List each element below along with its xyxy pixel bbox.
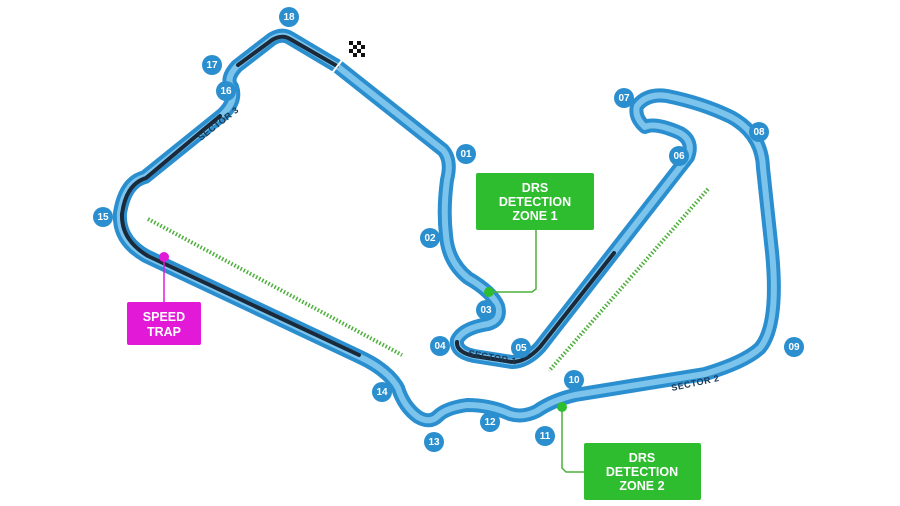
speed-trap-label-line1: SPEED — [143, 310, 185, 324]
turn-badge-circle — [535, 426, 555, 446]
speed-trap-marker: SPEED TRAP — [127, 252, 201, 345]
turn-badge-02: 02 — [420, 228, 440, 248]
drs-zone-1-line1: DRS — [522, 181, 548, 195]
turn-number: 14 — [376, 387, 388, 398]
turn-badge-circle — [614, 88, 634, 108]
speed-trap-box — [127, 302, 201, 345]
turn-badge-09: 09 — [784, 337, 804, 357]
drs-detection-zone-1: DRS DETECTION ZONE 1 — [476, 173, 594, 297]
turn-badge-15: 15 — [93, 207, 113, 227]
turn-badge-10: 10 — [564, 370, 584, 390]
turn-badge-11: 11 — [535, 426, 555, 446]
turn-badge-circle — [372, 382, 392, 402]
turn-badge-17: 17 — [202, 55, 222, 75]
turn-badge-circle — [480, 412, 500, 432]
turn-badge-circle — [424, 432, 444, 452]
turn-badge-circle — [784, 337, 804, 357]
drs-zone-line-straight-1 — [147, 217, 403, 357]
track-dark-sector-3 — [119, 114, 361, 357]
turn-badge-03: 03 — [476, 300, 496, 320]
turn-number: 05 — [515, 343, 527, 354]
turn-badge-circle — [564, 370, 584, 390]
drs-zone-1-box — [476, 173, 594, 230]
turn-badge-circle — [511, 338, 531, 358]
turn-number: 13 — [428, 437, 440, 448]
speed-trap-label-line2: TRAP — [147, 325, 181, 339]
turn-badge-13: 13 — [424, 432, 444, 452]
turn-number: 12 — [484, 417, 496, 428]
track — [112, 28, 781, 428]
turn-badge-circle — [669, 146, 689, 166]
turn-number: 01 — [460, 149, 472, 160]
turn-number: 03 — [480, 305, 492, 316]
drs-zone-2-box — [584, 443, 701, 500]
turn-number: 15 — [97, 212, 109, 223]
turn-badge-14: 14 — [372, 382, 392, 402]
track-dark-top — [236, 34, 339, 68]
turn-badge-07: 07 — [614, 88, 634, 108]
turn-badge-04: 04 — [430, 336, 450, 356]
turn-badge-circle — [216, 81, 236, 101]
turn-badges: 01 02 03 04 05 06 07 08 09 10 11 12 13 14 15 16 17 18 — [93, 7, 804, 452]
turn-badge-16: 16 — [216, 81, 236, 101]
turn-badge-05: 05 — [511, 338, 531, 358]
turn-badge-circle — [279, 7, 299, 27]
turn-number: 11 — [540, 431, 551, 442]
turn-badge-circle — [202, 55, 222, 75]
turn-number: 18 — [283, 12, 295, 23]
turn-badge-18: 18 — [279, 7, 299, 27]
track-dark-sector-1 — [454, 251, 616, 364]
drs-detection-zone-2: DRS DETECTION ZONE 2 — [557, 402, 701, 500]
turn-number: 08 — [753, 127, 765, 138]
turn-number: 17 — [206, 60, 218, 71]
turn-badge-12: 12 — [480, 412, 500, 432]
turn-number: 04 — [434, 341, 446, 352]
turn-badge-circle — [420, 228, 440, 248]
turn-number: 06 — [673, 151, 685, 162]
turn-number: 10 — [568, 375, 580, 386]
turn-badge-01: 01 — [456, 144, 476, 164]
drs-zone-2-line2: DETECTION — [606, 465, 678, 479]
turn-badge-08: 08 — [749, 122, 769, 142]
turn-number: 16 — [220, 86, 232, 97]
turn-badge-circle — [430, 336, 450, 356]
turn-number: 09 — [788, 342, 800, 353]
drs-zone-1-line3: ZONE 1 — [512, 209, 557, 223]
turn-badge-circle — [93, 207, 113, 227]
turn-badge-circle — [456, 144, 476, 164]
start-finish-line — [331, 58, 344, 74]
turn-number: 02 — [424, 233, 436, 244]
drs-zone-2-line3: ZONE 2 — [619, 479, 664, 493]
turn-badge-circle — [749, 122, 769, 142]
turn-badge-06: 06 — [669, 146, 689, 166]
drs-zone-2-line1: DRS — [629, 451, 655, 465]
turn-number: 07 — [618, 93, 630, 104]
chequered-flag-icon — [349, 41, 365, 57]
turn-badge-circle — [476, 300, 496, 320]
drs-zone-1-line2: DETECTION — [499, 195, 571, 209]
